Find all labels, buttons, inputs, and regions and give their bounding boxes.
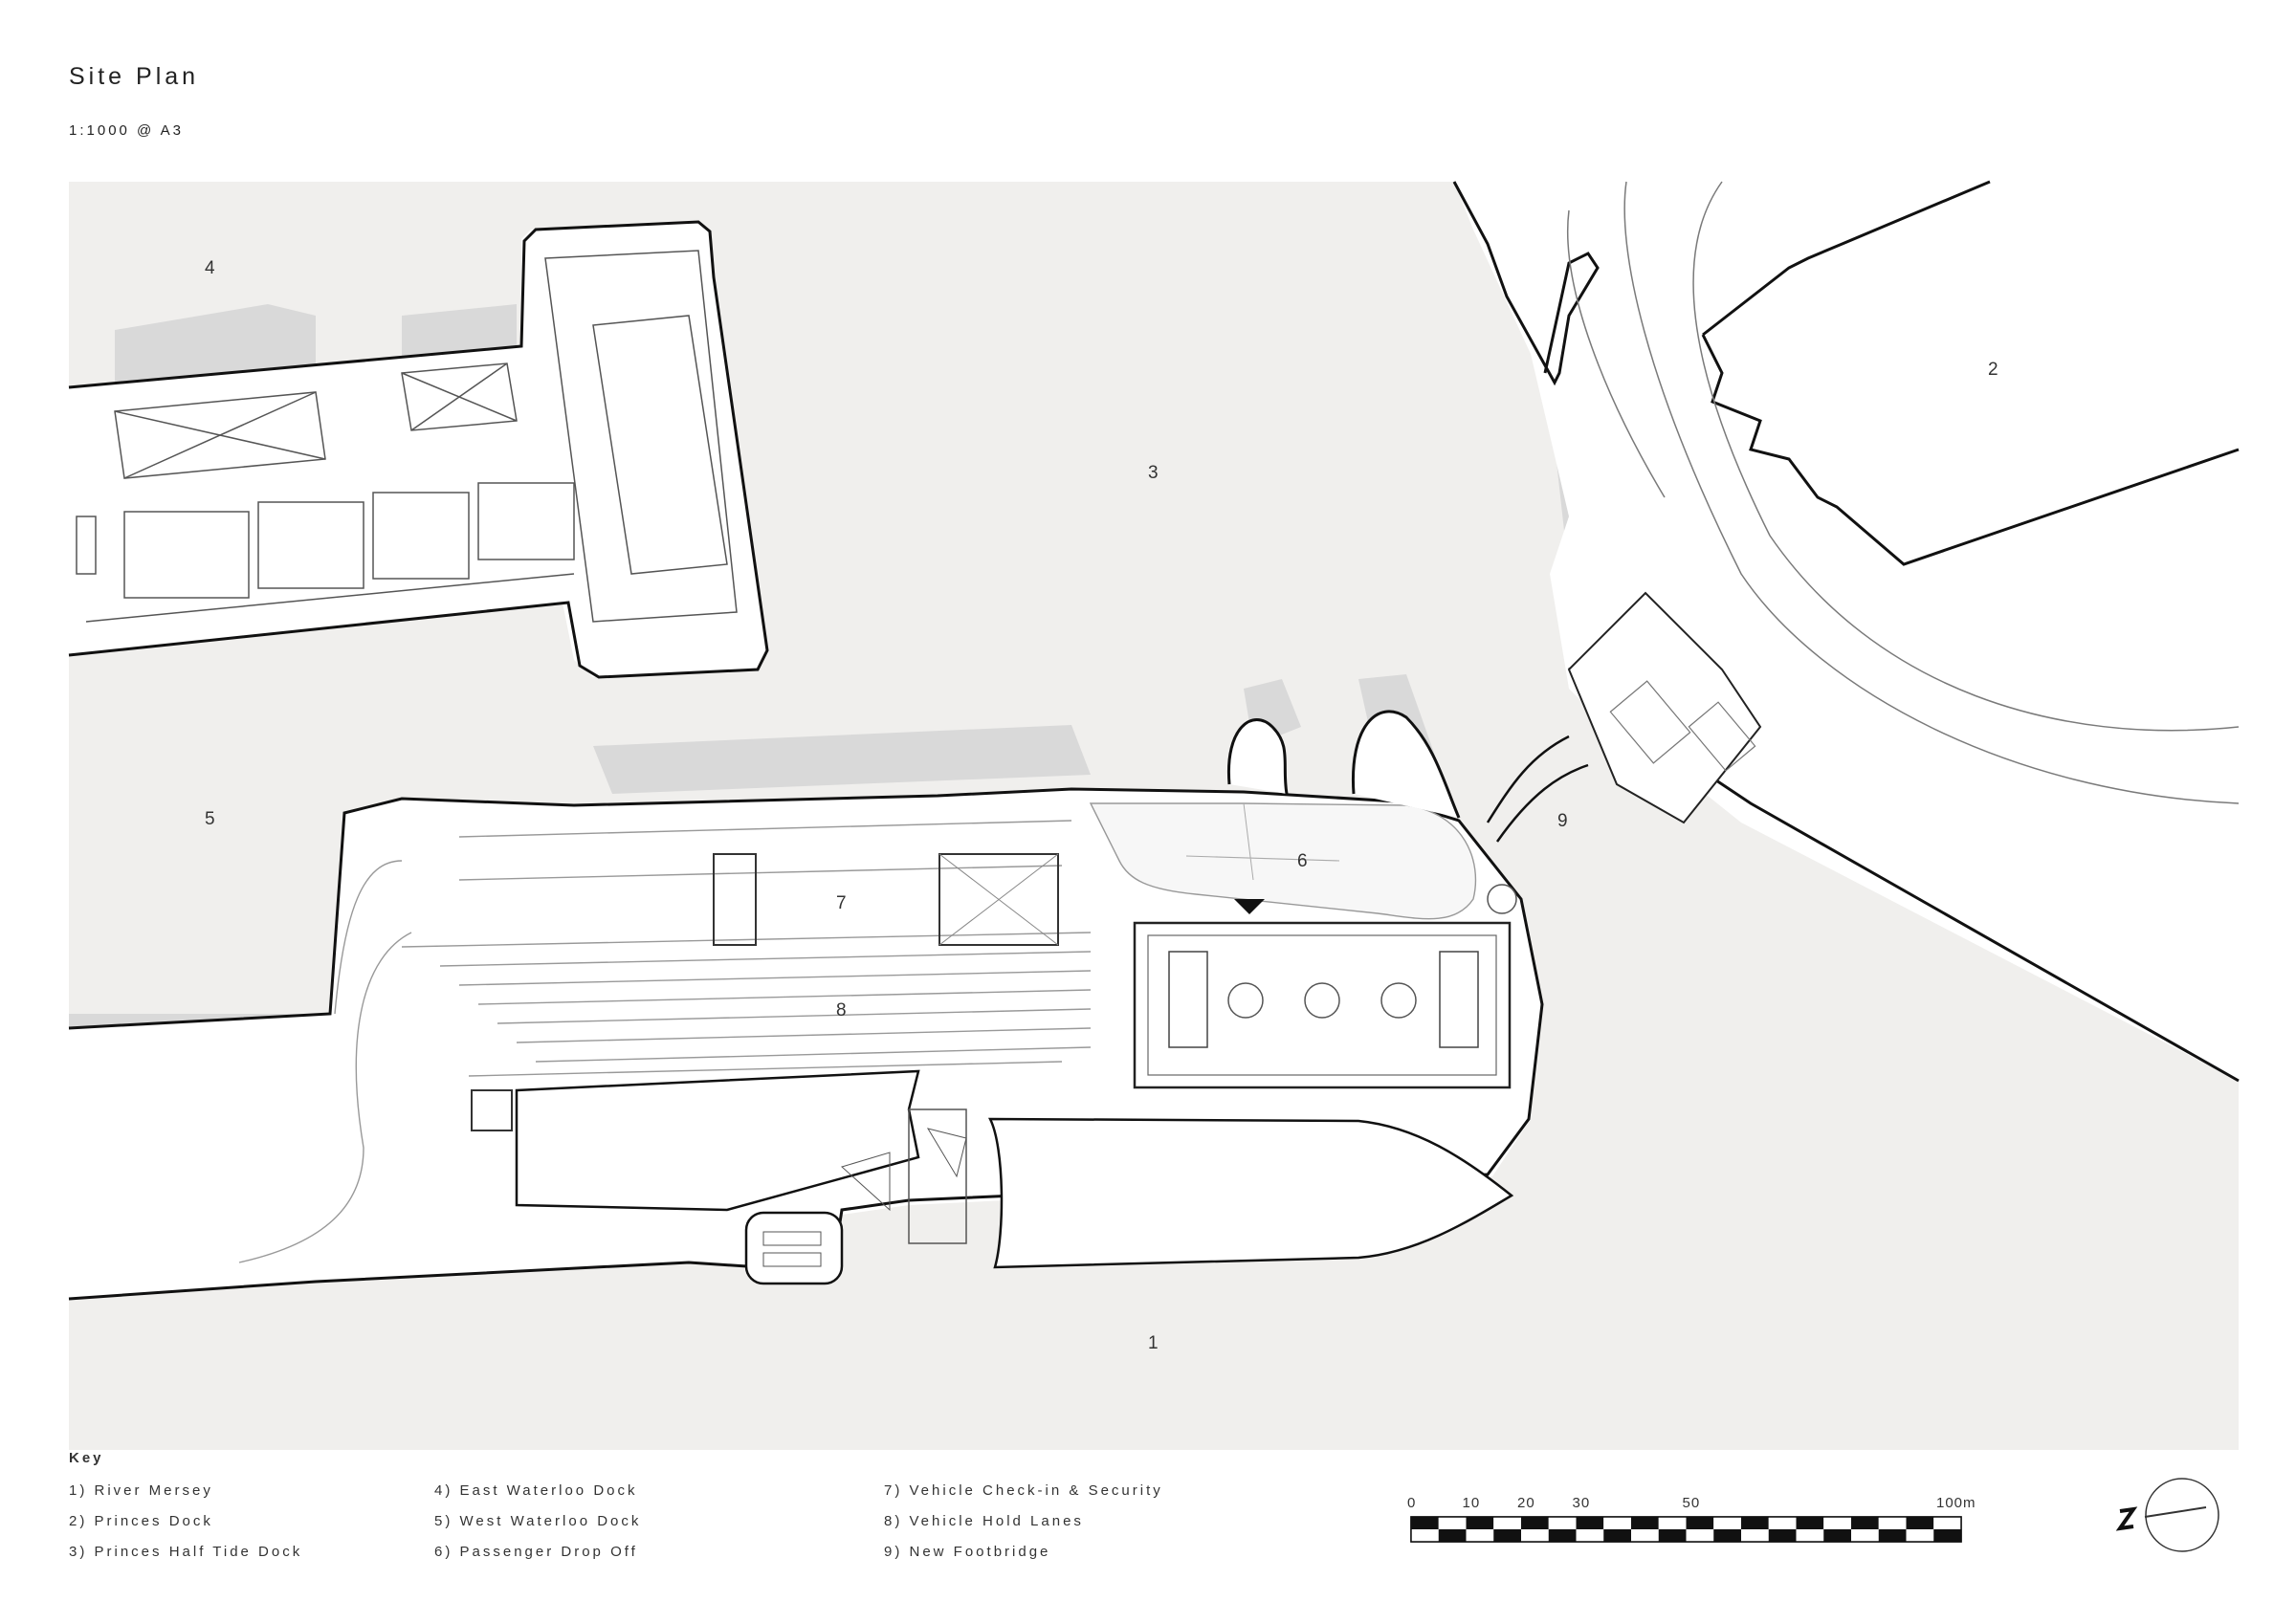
scale-bar-segment: [1713, 1529, 1741, 1542]
terminal-building: [1133, 921, 1512, 1089]
scale-bar-segment: [1823, 1529, 1851, 1542]
scale-bar-segment: [1548, 1529, 1577, 1542]
east-waterloo-buildings: [76, 250, 738, 623]
scale-bar-segment: [1631, 1517, 1659, 1529]
entrance-triangle-icon: [1234, 899, 1265, 914]
princes-dock-roads: [1567, 181, 2240, 804]
check-in-booth-2: [938, 853, 1059, 946]
scale-bar-segment: [1576, 1517, 1604, 1529]
scale-bar-segment: [1796, 1517, 1824, 1529]
scale-bar-segment: [1768, 1517, 1797, 1529]
scale-bar-segment: [1521, 1517, 1549, 1529]
east-waterloo-land: [69, 222, 765, 677]
scale-bar-segment: [1411, 1517, 1439, 1529]
scale-bar-segment: [1878, 1529, 1907, 1542]
check-in-booth-1: [713, 853, 757, 946]
scale-bar: 0 10 20 30 50 100m: [1407, 1495, 1976, 1543]
princes-dock-details: [1609, 680, 1756, 772]
scale-bar-tick-label: 100m: [1936, 1495, 1976, 1511]
scale-bar-segment: [1658, 1529, 1687, 1542]
scale-bar-segment: [1741, 1529, 1769, 1542]
label-east-waterloo-dock: 4: [205, 258, 215, 278]
key-item-4: 4) East Waterloo Dock: [434, 1482, 638, 1499]
princes-dock-wall: [1452, 181, 1600, 386]
scale-bar-segment: [1631, 1529, 1659, 1542]
page-title: Site Plan: [69, 63, 200, 90]
scale-bar-segment: [1933, 1517, 1961, 1529]
scale-bar-segment: [1768, 1529, 1797, 1542]
drop-off-lobe-left: [1226, 718, 1289, 795]
label-princes-half-tide-dock: 3: [1148, 463, 1159, 483]
label-vehicle-hold-lanes: 8: [836, 1000, 847, 1020]
key-title: Key: [69, 1450, 104, 1466]
scale-bar-segment: [1658, 1517, 1687, 1529]
key-item-3: 3) Princes Half Tide Dock: [69, 1544, 303, 1560]
scale-bar-segment: [1823, 1517, 1851, 1529]
scale-bar-segment: [1603, 1529, 1631, 1542]
key-item-1: 1) River Mersey: [69, 1482, 213, 1499]
pontoon: [744, 1211, 844, 1285]
scale-bar-segment: [1438, 1529, 1467, 1542]
key-item-5: 5) West Waterloo Dock: [434, 1513, 642, 1529]
scale-bar-frame: [1410, 1516, 1962, 1543]
scale-bar-segment: [1493, 1517, 1521, 1529]
ferry-ship: [987, 1117, 1514, 1269]
scale-bar-segment: [1466, 1529, 1494, 1542]
scale-bar-tick-label: 0: [1407, 1495, 1416, 1511]
north-arrow-icon: [2115, 1478, 2219, 1552]
label-river-mersey: 1: [1148, 1333, 1159, 1353]
east-waterloo-outline: [68, 220, 769, 679]
key-item-2: 2) Princes Dock: [69, 1513, 213, 1529]
scale-bar-segment: [1493, 1529, 1521, 1542]
scale-bar-segment: [1521, 1529, 1549, 1542]
scale-bar-segment: [1906, 1529, 1934, 1542]
scale-bar-segment: [1741, 1517, 1769, 1529]
scale-bar-segment: [1603, 1517, 1631, 1529]
linkspan: [515, 1069, 920, 1212]
label-princes-dock: 2: [1988, 360, 1998, 380]
label-vehicle-check-in: 7: [836, 893, 847, 913]
label-west-waterloo-dock: 5: [205, 809, 215, 829]
scale-bar-segment: [1686, 1517, 1714, 1529]
scale-bar-segment: [1713, 1517, 1741, 1529]
label-passenger-drop-off: 6: [1297, 851, 1308, 871]
key-item-8: 8) Vehicle Hold Lanes: [884, 1513, 1084, 1529]
scale-bar-tick-label: 50: [1683, 1495, 1701, 1511]
scale-bar-segment: [1438, 1517, 1467, 1529]
drop-off-loop: [1089, 802, 1477, 920]
drop-off-lobe-right: [1351, 710, 1461, 819]
scale-bar-segment: [1686, 1529, 1714, 1542]
scale-bar-tick-label: 10: [1463, 1495, 1481, 1511]
scale-bar-segment: [1548, 1517, 1577, 1529]
scale-bar-segment: [1851, 1529, 1879, 1542]
scale-bar-segment: [1796, 1529, 1824, 1542]
princes-dock-building: [1567, 591, 1762, 824]
key-item-6: 6) Passenger Drop Off: [434, 1544, 638, 1560]
label-new-footbridge: 9: [1557, 811, 1568, 831]
key-item-9: 9) New Footbridge: [884, 1544, 1051, 1560]
scale-bar-segment: [1411, 1529, 1439, 1542]
key-item-7: 7) Vehicle Check-in & Security: [884, 1482, 1163, 1499]
scale-bar-tick-label: 30: [1573, 1495, 1591, 1511]
footbridge: [1486, 735, 1589, 843]
scale-bar-segment: [1466, 1517, 1494, 1529]
scale-bar-segment: [1933, 1529, 1961, 1542]
princes-dock-land: [1454, 182, 2239, 1081]
scale-bar-segment: [1878, 1517, 1907, 1529]
drawing-scale: 1:1000 @ A3: [69, 122, 184, 139]
rooflights: [1227, 982, 1417, 1019]
scale-bar-segment: [1906, 1517, 1934, 1529]
scale-bar-tick-label: 20: [1517, 1495, 1535, 1511]
scale-bar-segment: [1851, 1517, 1879, 1529]
vehicle-lanes: [238, 820, 1092, 1263]
scale-bar-segment: [1576, 1529, 1604, 1542]
